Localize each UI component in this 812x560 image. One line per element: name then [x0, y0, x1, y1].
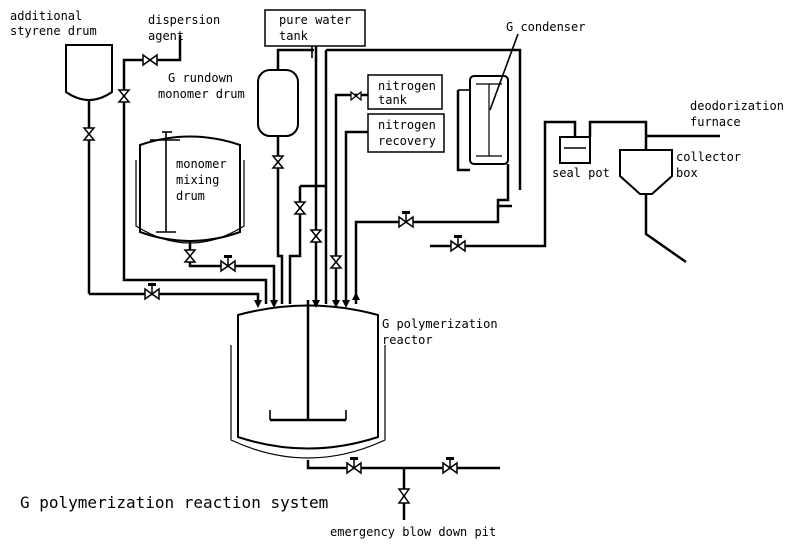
- collector-box-label: collector: [676, 150, 741, 164]
- rundown-monomer-drum-label: G rundown: [168, 71, 233, 85]
- additional-styrene-drum: [65, 44, 113, 101]
- condenser-pointer: [489, 33, 519, 111]
- monomer-mixing-drum: [135, 131, 245, 244]
- deodorization-furnace-label: deodorization: [690, 99, 784, 113]
- nitrogen-tank-label: tank: [378, 93, 408, 107]
- valve: [82, 127, 96, 141]
- nitrogen-tank-box: [367, 74, 443, 110]
- nitrogen-tank-label: nitrogen: [378, 79, 436, 93]
- blow-down-pit-label: emergency blow down pit: [330, 525, 496, 539]
- condenser: [469, 75, 509, 165]
- seal-pot-label: seal pot: [552, 166, 610, 180]
- valve: [442, 457, 458, 475]
- pure-water-tank-label: tank: [279, 29, 309, 43]
- condenser-label: G condenser: [506, 20, 585, 34]
- valve: [346, 457, 362, 475]
- monomer-mixing-drum-label: mixing: [176, 173, 219, 187]
- valve: [398, 211, 414, 229]
- nitrogen-recovery-box: [367, 113, 445, 153]
- nitrogen-recovery-label: nitrogen: [378, 118, 436, 132]
- additional-styrene-drum-label: styrene drum: [10, 24, 97, 38]
- valve: [350, 90, 362, 102]
- valve: [309, 229, 323, 243]
- collector-box: [619, 149, 673, 195]
- polymerization-reactor: [230, 300, 386, 459]
- additional-styrene-drum-label: additional: [10, 9, 82, 23]
- valve: [450, 235, 466, 253]
- diagram-title: G polymerization reaction system: [20, 493, 328, 512]
- valve: [220, 255, 236, 273]
- collector-box-label: box: [676, 166, 698, 180]
- pure-water-tank-box: [264, 9, 366, 47]
- reactor-label: G polymerization: [382, 317, 498, 331]
- valve: [329, 255, 343, 269]
- valve: [142, 53, 158, 67]
- dispersion-agent-label: agent: [148, 29, 184, 43]
- pure-water-tank-label: pure water: [279, 13, 351, 27]
- monomer-mixing-drum-label: monomer: [176, 157, 227, 171]
- reactor-label: reactor: [382, 333, 433, 347]
- nitrogen-recovery-label: recovery: [378, 134, 436, 148]
- dispersion-agent-label: dispersion: [148, 13, 220, 27]
- flow-arrows: [254, 292, 360, 308]
- valves: [82, 53, 466, 504]
- monomer-mixing-drum-label: drum: [176, 189, 205, 203]
- valve: [293, 201, 307, 215]
- valve: [183, 249, 197, 263]
- valve: [397, 488, 411, 504]
- seal-pot: [559, 136, 591, 164]
- deodorization-furnace-label: furnace: [690, 115, 741, 129]
- valve: [271, 155, 285, 169]
- rundown-monomer-drum-label: monomer drum: [158, 87, 245, 101]
- rundown-monomer-drum: [257, 69, 299, 137]
- valve: [117, 89, 131, 103]
- valve: [144, 283, 160, 301]
